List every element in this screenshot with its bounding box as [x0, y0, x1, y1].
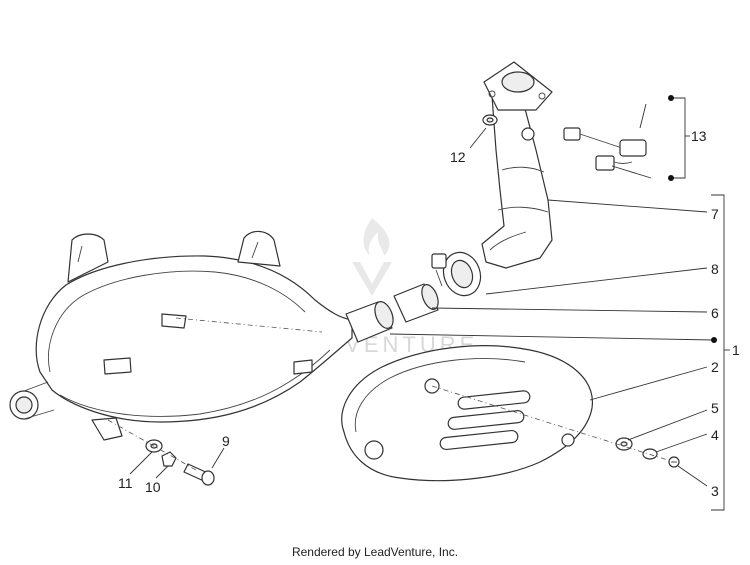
washer-4 [642, 448, 658, 460]
callout-6: 6 [711, 305, 719, 321]
screw-9 [183, 463, 215, 486]
callout-10: 10 [145, 479, 161, 495]
callout-9: 9 [222, 433, 230, 449]
muffler-body [9, 230, 353, 441]
callout-7: 7 [711, 206, 719, 222]
washer-12 [482, 114, 498, 126]
nut-10 [161, 451, 177, 467]
callout-3: 3 [711, 483, 719, 499]
callout-12: 12 [450, 149, 466, 165]
axis-lower [107, 419, 197, 471]
callout-5: 5 [711, 400, 719, 416]
callout-8: 8 [711, 261, 719, 277]
exhaust-pipe [481, 61, 553, 269]
callout-11: 11 [118, 475, 133, 491]
sleeve-part [393, 283, 439, 323]
callout-4: 4 [711, 427, 719, 443]
callout-13: 13 [691, 128, 707, 144]
callout-2: 2 [711, 359, 719, 375]
washer-5 [615, 437, 633, 451]
leader-lines [129, 95, 730, 511]
callout-1: 1 [732, 342, 740, 358]
clamp-part [431, 251, 482, 297]
lambda-sensor [563, 127, 647, 171]
footer-credit: Rendered by LeadVenture, Inc. [291, 545, 459, 559]
axis-upper [175, 317, 323, 333]
watermark-logo [352, 218, 392, 296]
inlet-stub [345, 301, 394, 343]
heat-shield [341, 345, 593, 482]
